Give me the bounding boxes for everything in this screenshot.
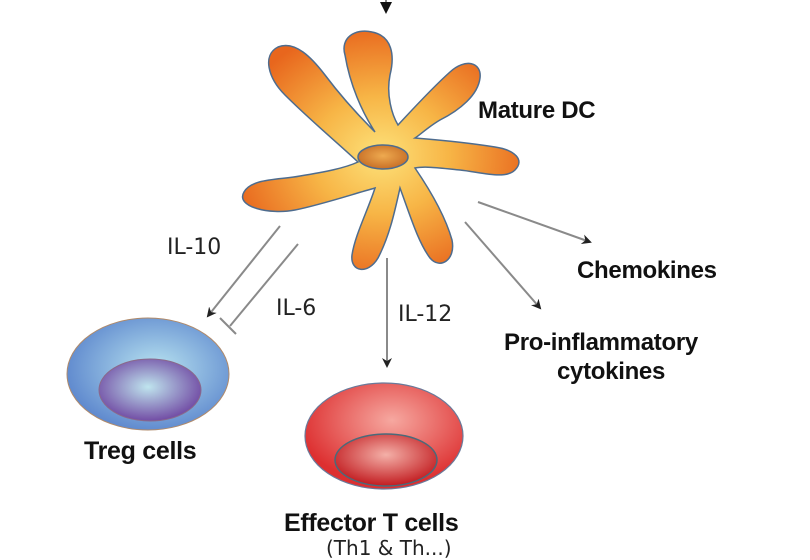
effector-nucleus	[334, 433, 438, 487]
diagram-canvas	[66, 0, 592, 490]
mature-dc-cell	[241, 30, 520, 270]
il6-inhibition-line	[219, 243, 299, 335]
il12-label: IL-12	[398, 302, 453, 327]
incoming-arrow	[380, 0, 392, 14]
il6-label: IL-6	[276, 296, 317, 321]
effector-label: Effector T cells	[284, 509, 459, 537]
proinflammatory-arrow	[464, 221, 542, 310]
effector-t-cell	[304, 382, 464, 490]
chemokines-arrow	[477, 201, 592, 245]
il10-label: IL-10	[167, 235, 222, 260]
proinflammatory-label-line1: Pro-inflammatory	[504, 329, 698, 356]
treg-label: Treg cells	[84, 437, 197, 465]
treg-nucleus	[98, 358, 202, 422]
effector-sublabel: (Th1 & Th...)	[326, 536, 452, 560]
il10-arrow	[206, 225, 281, 318]
dc-nucleus	[357, 144, 409, 170]
treg-cell	[66, 317, 230, 431]
proinflammatory-label-line2: cytokines	[557, 358, 666, 385]
chemokines-label: Chemokines	[577, 257, 717, 284]
mature-dc-label: Mature DC	[478, 97, 596, 124]
